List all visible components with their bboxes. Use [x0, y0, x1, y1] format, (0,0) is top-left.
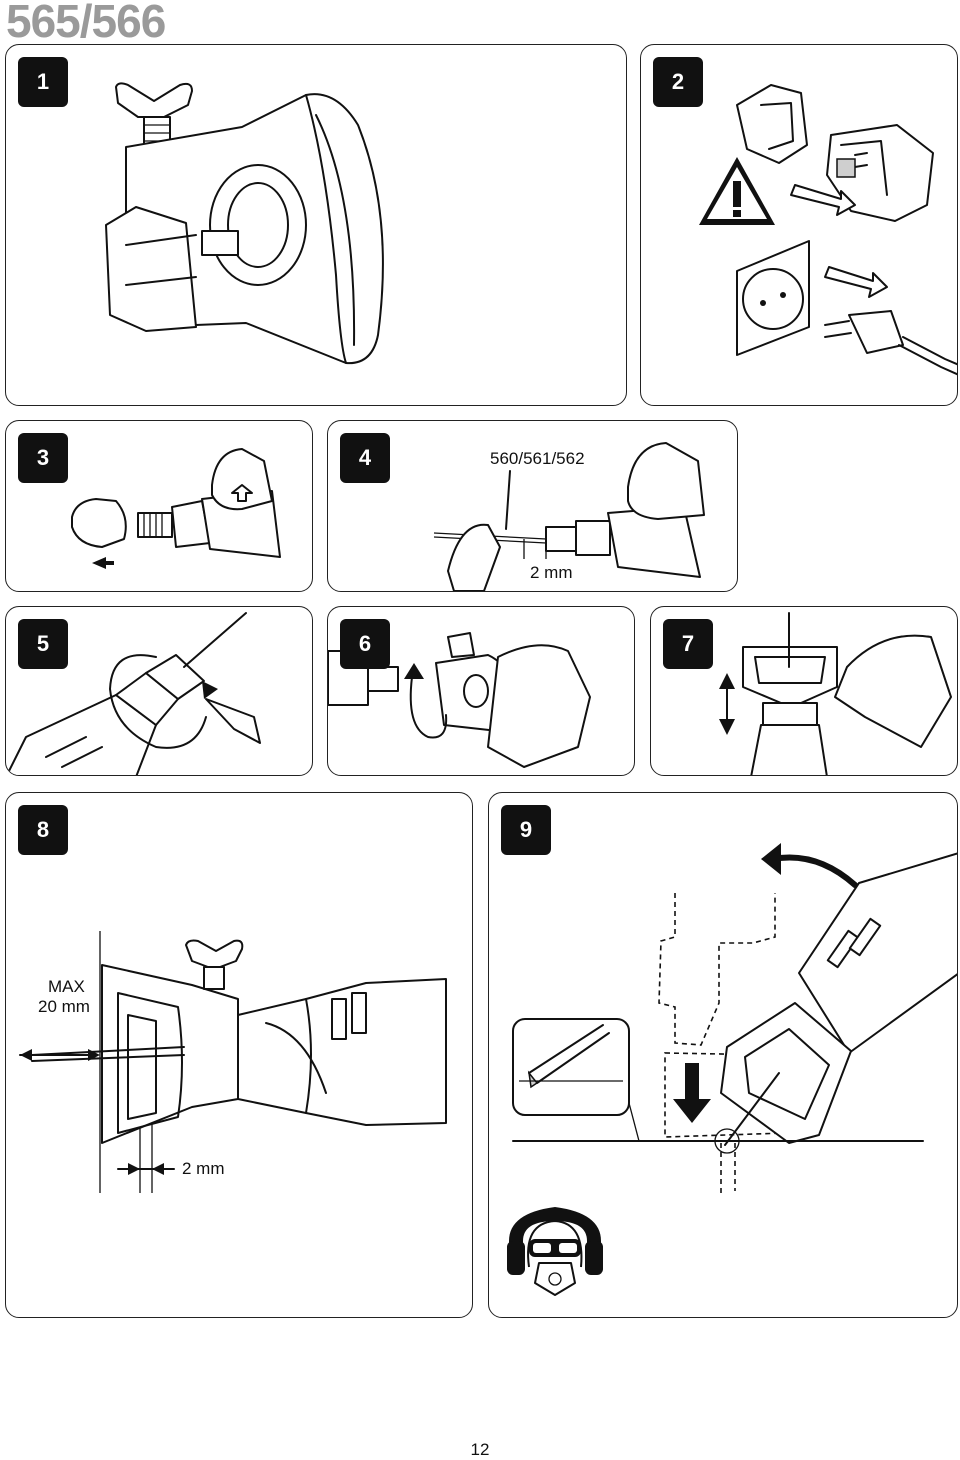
drill-bit-icon [183, 612, 247, 668]
figure-panel-8: 8 MAX 20 mm 2 mm [5, 792, 473, 1318]
gap-label: 2 mm [530, 563, 573, 582]
model-title: 565/566 [6, 0, 166, 47]
attachment-icon [105, 82, 384, 365]
arrow-icon [92, 557, 114, 569]
drill-bit-icon [31, 1046, 185, 1062]
figure-panel-6: 6 [327, 606, 635, 776]
safety-goggles-mask-icon [507, 1207, 603, 1296]
page-number: 12 [470, 1440, 490, 1459]
max-label: MAX [48, 977, 85, 996]
rotary-tool-icon [798, 852, 957, 1054]
rotate-arrow-icon [409, 676, 448, 739]
step-badge-8: 8 [18, 805, 68, 855]
figure-panel-9: 9 [488, 792, 958, 1318]
step-badge-4: 4 [340, 433, 390, 483]
figure-panel-2: 2 [640, 44, 958, 406]
step-badge-1: 1 [18, 57, 68, 107]
step-badge-3: 3 [18, 433, 68, 483]
figure-panel-7: 7 [650, 606, 958, 776]
plug-icon [824, 310, 957, 376]
step-badge-2: 2 [653, 57, 703, 107]
arrow-icon [790, 184, 888, 298]
rotary-tool-icon [736, 84, 934, 222]
model-label: 560/561/562 [490, 449, 585, 468]
depth-label: 20 mm [38, 997, 90, 1016]
figure-panel-4: 4 560/561/562 2 mm [327, 420, 738, 592]
hand-icon [487, 644, 591, 768]
hand-icon [834, 634, 952, 748]
rotary-tool-icon [750, 724, 828, 775]
step-badge-9: 9 [501, 805, 551, 855]
collet-nut-icon [71, 498, 127, 548]
hand-icon [211, 448, 273, 511]
step-badge-5: 5 [18, 619, 68, 669]
rotate-arrow-icon [770, 854, 858, 888]
step-badge-7: 7 [663, 619, 713, 669]
warning-icon [699, 157, 775, 225]
drill-bit-icon [724, 1072, 780, 1146]
rotary-tool-icon [237, 978, 447, 1126]
hand-icon [627, 442, 705, 520]
rotate-arrow-icon [109, 654, 207, 749]
attachment-icon [101, 964, 239, 1144]
figure-panel-5: 5 [5, 606, 313, 776]
figure-panel-3: 3 [5, 420, 313, 592]
figure-panel-1: 1 [5, 44, 627, 406]
arrow-icon [673, 1063, 711, 1123]
step-badge-6: 6 [340, 619, 390, 669]
gap-label: 2 mm [182, 1159, 225, 1178]
wall-socket-icon [736, 240, 810, 356]
